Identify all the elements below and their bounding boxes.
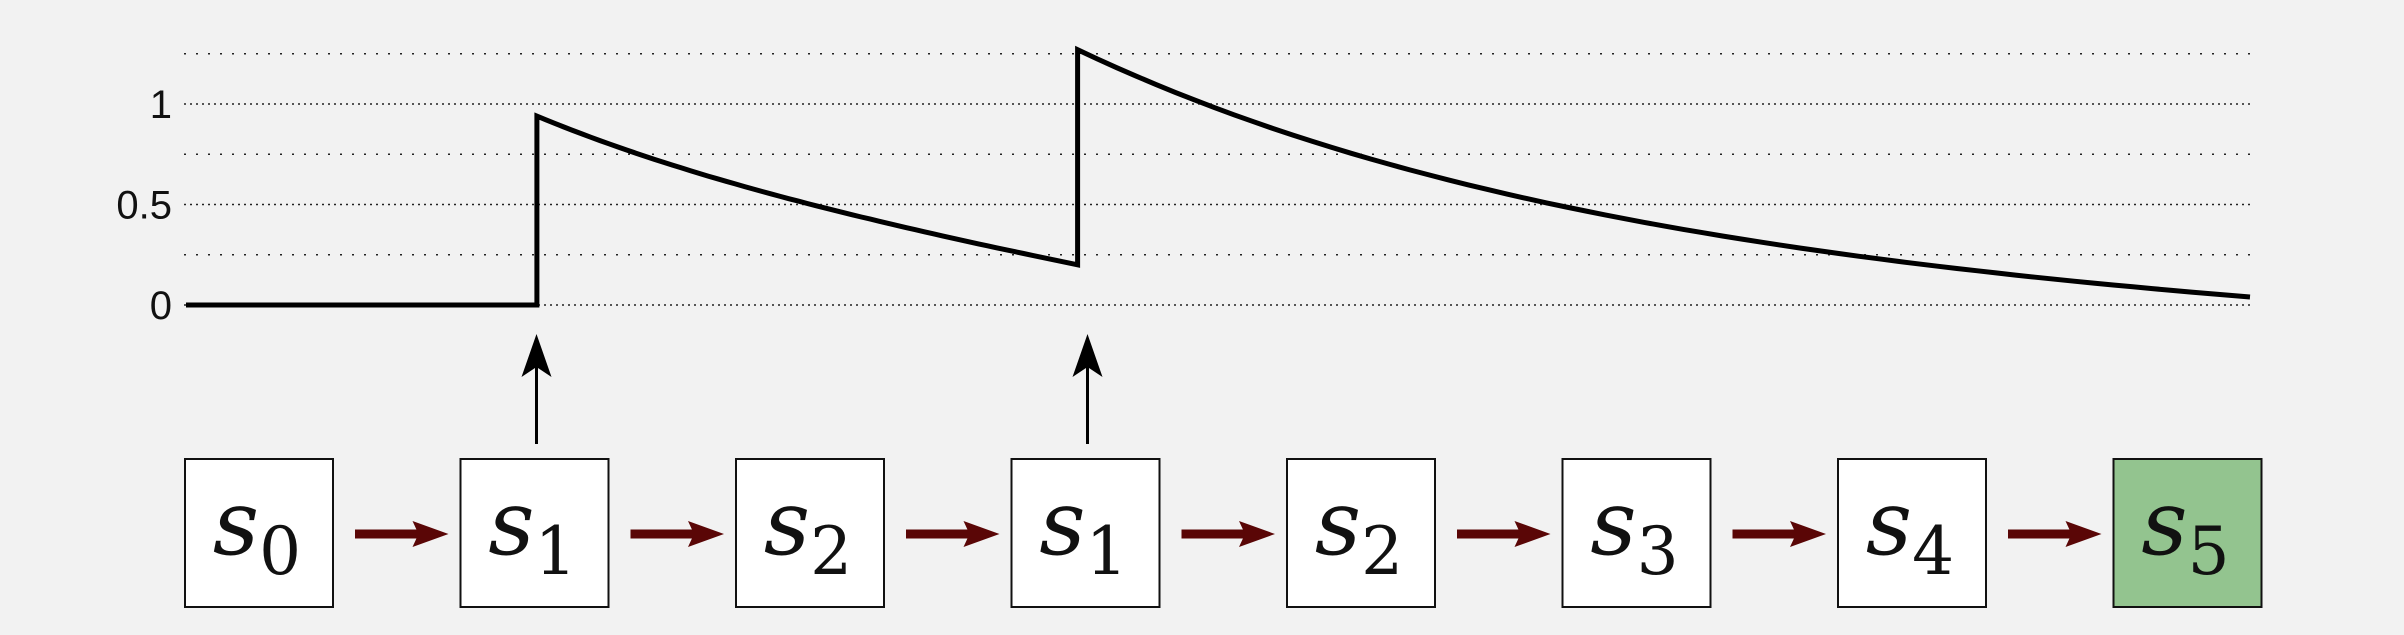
- state-subscript: 1: [1086, 513, 1128, 590]
- transition-arrow: [1732, 521, 1826, 547]
- transition-arrows: [355, 521, 2102, 547]
- state-letter: s: [1315, 471, 1361, 576]
- state-subscript: 1: [535, 513, 577, 590]
- state-box-s2: s2: [735, 458, 885, 608]
- state-letter: s: [213, 471, 259, 576]
- transition-arrow: [355, 521, 449, 547]
- value-chart: 10.50: [116, 45, 2251, 328]
- state-box: [184, 458, 334, 608]
- state-box-s2: s2: [1286, 458, 1436, 608]
- state-box-s3: s3: [1561, 458, 1712, 608]
- transition-arrow: [906, 521, 1000, 547]
- state-up-arrows: [521, 334, 1103, 444]
- state-box-s1: s1: [1010, 458, 1161, 608]
- transition-head: [1514, 521, 1551, 547]
- y-tick-label: 1: [150, 83, 172, 127]
- state-subscript: 0: [259, 513, 301, 590]
- up-arrow-head: [1072, 334, 1103, 377]
- state-letter: s: [1590, 471, 1636, 576]
- state-box-s4: s4: [1837, 458, 1987, 608]
- state-subscript: 2: [810, 513, 852, 590]
- state-label: s2: [764, 471, 852, 590]
- state-label: s5: [2141, 471, 2229, 590]
- transition-arrow: [1457, 521, 1551, 547]
- state-box: [735, 458, 885, 608]
- transition-head: [963, 521, 1000, 547]
- state-letter: s: [488, 471, 534, 576]
- state-box: [1837, 458, 1987, 608]
- transition-head: [1239, 521, 1275, 547]
- state-letter: s: [1866, 471, 1912, 576]
- state-label: s2: [1315, 471, 1403, 590]
- state-box: [1010, 458, 1161, 608]
- state-box-s5: s5: [2112, 458, 2263, 608]
- value-line: [186, 45, 2251, 308]
- gridlines: [184, 52, 2250, 306]
- value-trace: [186, 45, 2251, 308]
- state-label: s1: [1039, 471, 1127, 590]
- state-box-s1: s1: [459, 458, 610, 608]
- state-letter: s: [1039, 471, 1085, 576]
- state-box-s0: s0: [184, 458, 334, 608]
- transition-arrow: [2008, 521, 2102, 547]
- y-tick-label: 0.5: [116, 184, 172, 228]
- state-subscript: 5: [2188, 513, 2230, 590]
- state-letter: s: [764, 471, 810, 576]
- state-subscript: 3: [1637, 513, 1679, 590]
- state-label: s3: [1590, 471, 1678, 590]
- y-axis-ticks: 10.50: [116, 83, 172, 328]
- up-arrow-head: [521, 334, 552, 377]
- state-box: [459, 458, 610, 608]
- transition-head: [1790, 521, 1826, 547]
- transition-head: [2065, 521, 2102, 547]
- y-tick-label: 0: [150, 284, 172, 328]
- transition-arrow: [630, 521, 724, 547]
- state-label: s1: [488, 471, 576, 590]
- terminal-state-box: [2112, 458, 2263, 608]
- state-subscript: 4: [1912, 513, 1954, 590]
- up-arrow: [1072, 334, 1103, 444]
- state-label: s4: [1866, 471, 1954, 590]
- transition-head: [688, 521, 724, 547]
- state-label: s0: [213, 471, 301, 590]
- state-letter: s: [2141, 471, 2187, 576]
- state-box: [1561, 458, 1712, 608]
- state-subscript: 2: [1361, 513, 1403, 590]
- up-arrow: [521, 334, 552, 444]
- transition-arrow: [1181, 521, 1275, 547]
- transition-head: [412, 521, 449, 547]
- state-box: [1286, 458, 1436, 608]
